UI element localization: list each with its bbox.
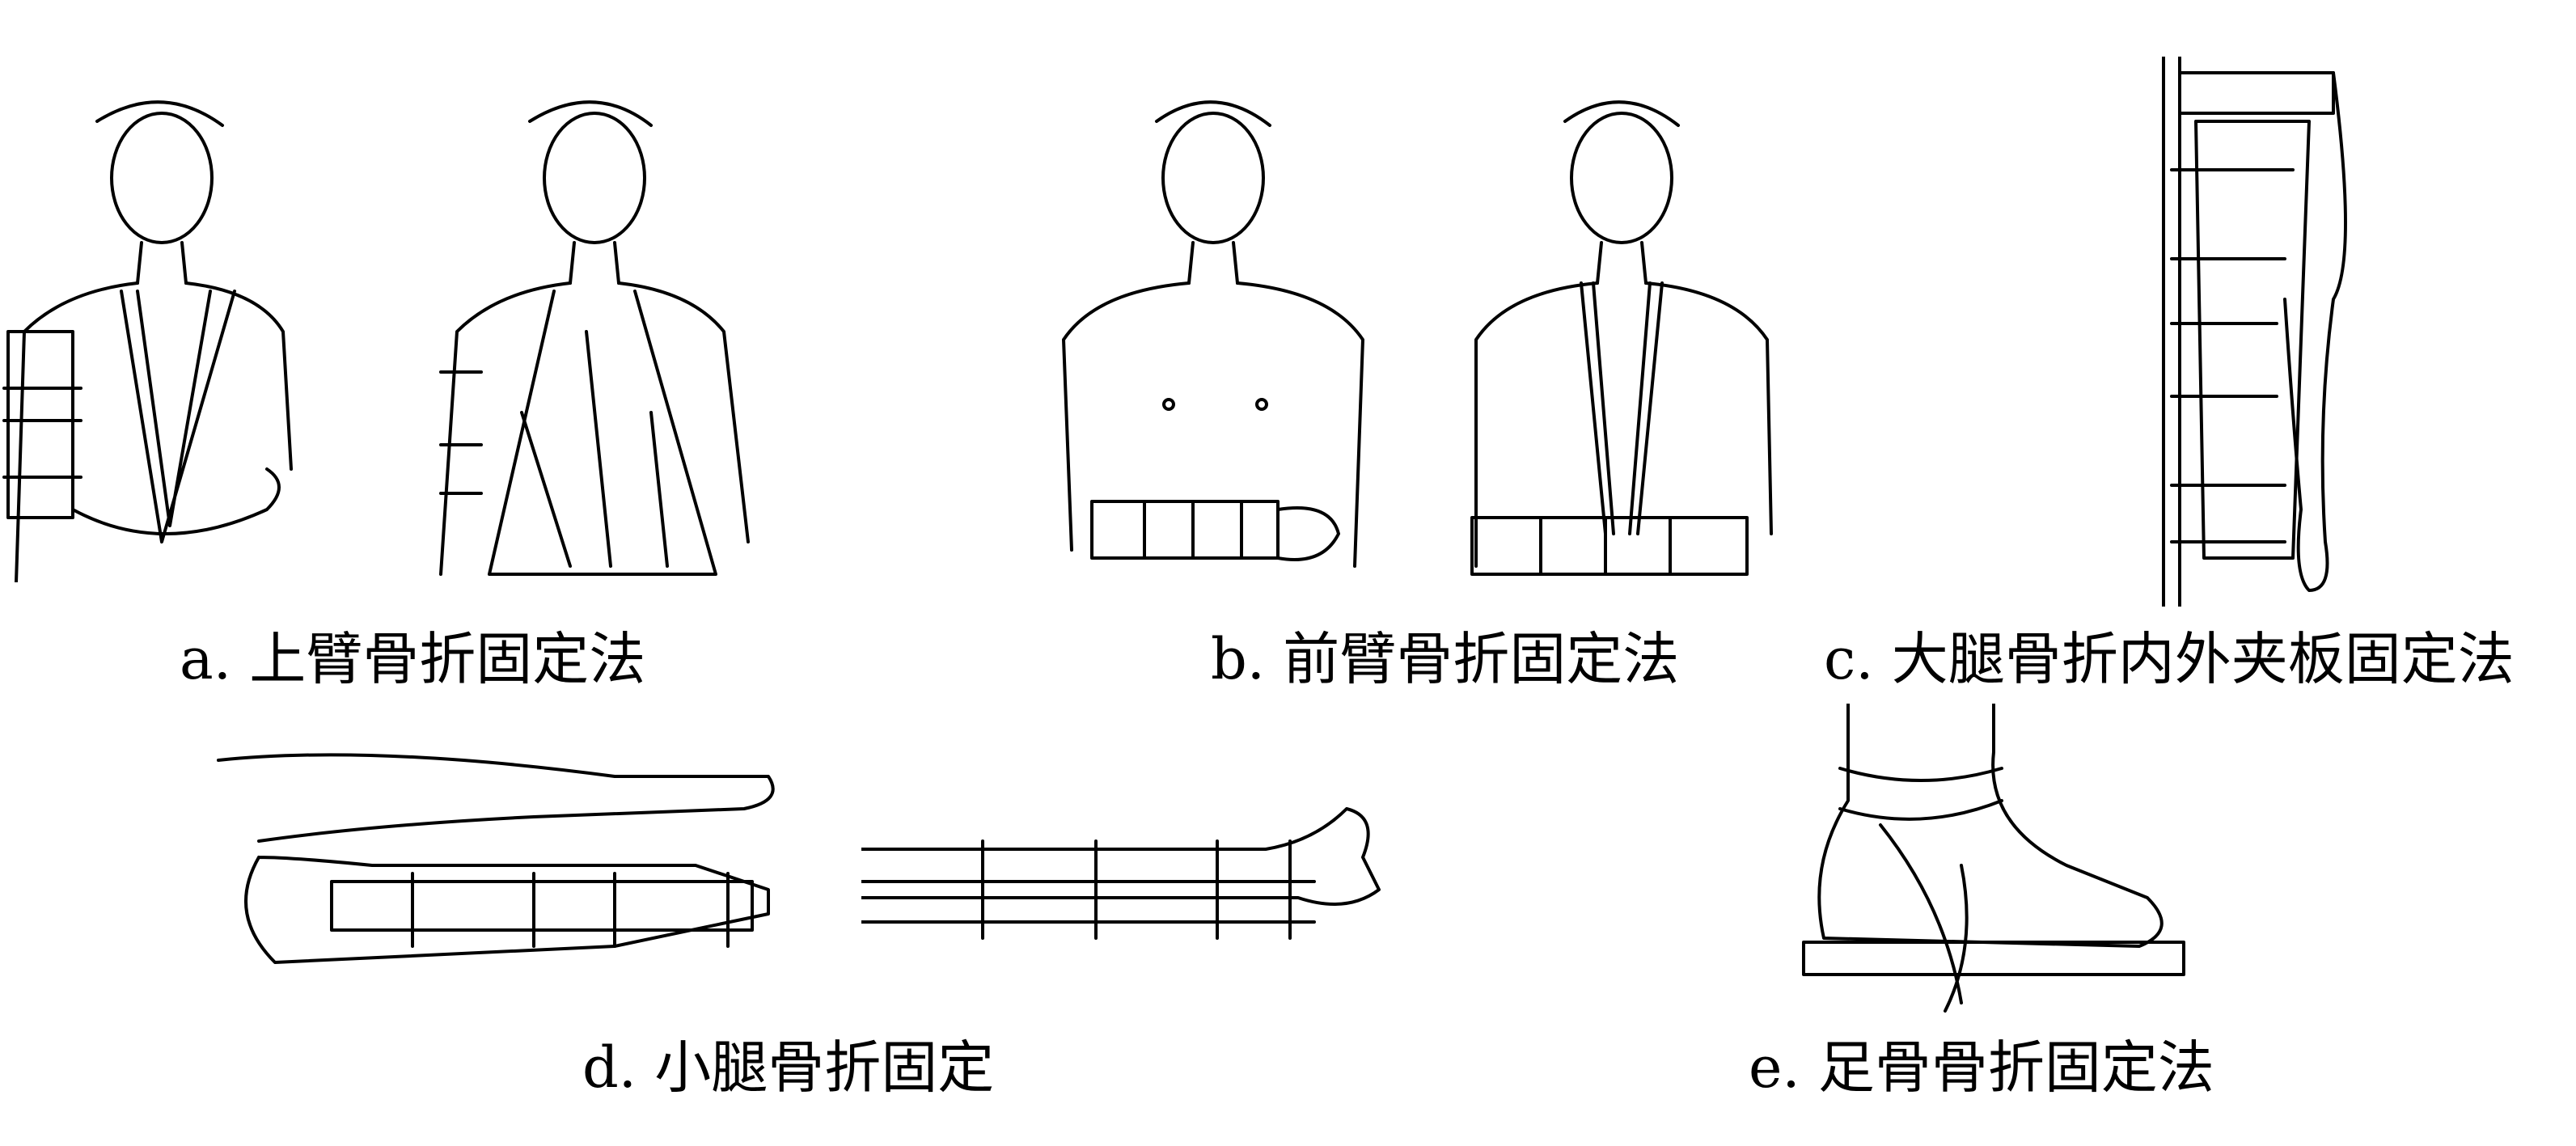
figure-lower-leg-splint-a bbox=[210, 752, 785, 987]
figure-foot-splint bbox=[1800, 702, 2196, 1019]
figure-lower-leg-splint-b bbox=[860, 801, 1395, 954]
figure-forearm-sling bbox=[1460, 81, 1783, 590]
figure-upper-arm-splint bbox=[0, 89, 315, 584]
caption-d: d. 小腿骨折固定 bbox=[582, 1034, 995, 1101]
caption-e: e. 足骨骨折固定法 bbox=[1749, 1034, 2214, 1101]
caption-b: b. 前臂骨折固定法 bbox=[1211, 626, 1680, 692]
figure-forearm-splint bbox=[1047, 81, 1379, 590]
figure-upper-arm-sling bbox=[408, 89, 760, 582]
caption-c: c. 大腿骨折内外夹板固定法 bbox=[1824, 626, 2515, 692]
figure-thigh-splint bbox=[2147, 55, 2374, 608]
caption-a: a. 上臂骨折固定法 bbox=[180, 626, 646, 692]
